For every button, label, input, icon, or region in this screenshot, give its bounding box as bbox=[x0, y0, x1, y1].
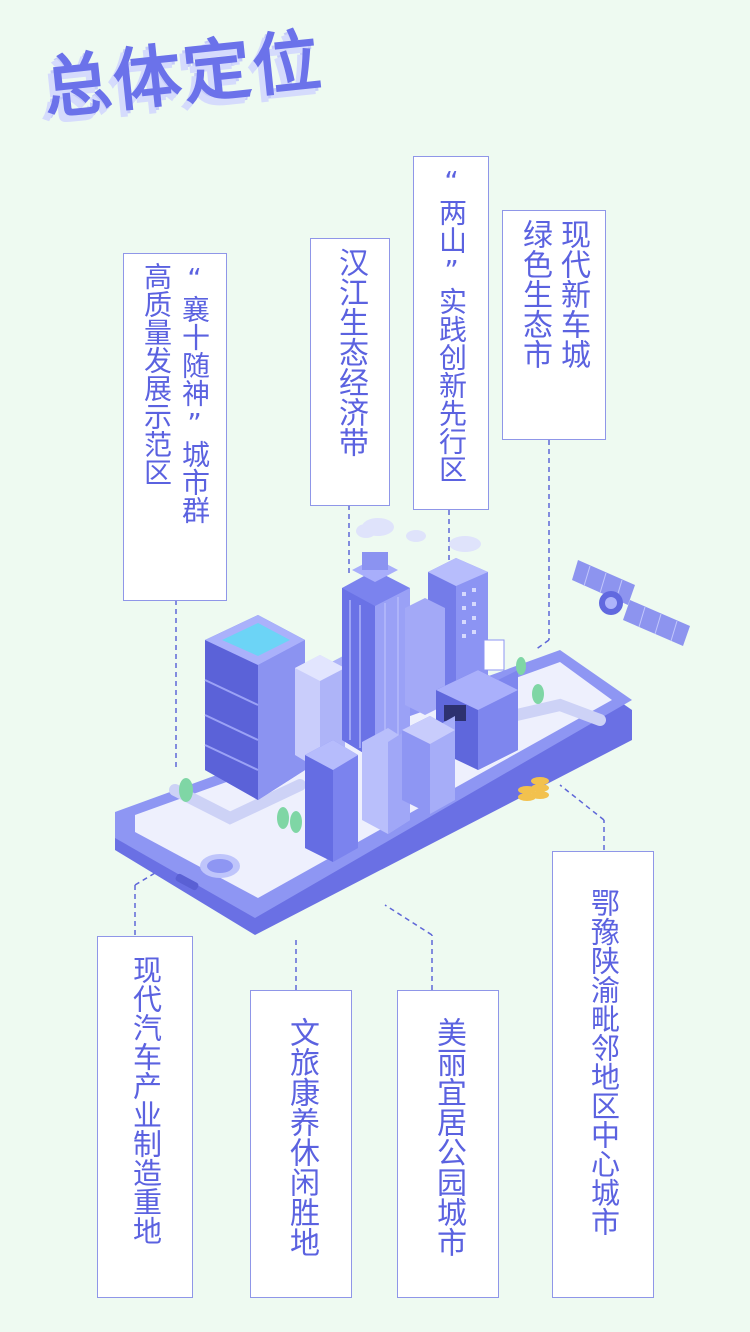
building-front-right bbox=[402, 716, 455, 814]
label-text-liangshan: “两山”实践创新先行区 bbox=[435, 165, 468, 483]
coins-icon bbox=[518, 777, 549, 801]
label-text-hanjiang: 汉江生态经济带 bbox=[333, 247, 368, 457]
label-box-auto-industry: 现代汽车产业制造重地 bbox=[97, 936, 193, 1298]
label-text-livable-city: 美丽宜居公园城市 bbox=[431, 1017, 466, 1257]
label-box-tourism: 文旅康养休闲胜地 bbox=[250, 990, 352, 1298]
connector-lines bbox=[134, 440, 605, 990]
building-right bbox=[405, 558, 488, 715]
building-tower bbox=[342, 552, 410, 760]
building-front-left bbox=[305, 740, 358, 862]
label-box-regional-center: 鄂豫陕渝毗邻地区中心城市 bbox=[552, 851, 654, 1298]
label-box-livable-city: 美丽宜居公园城市 bbox=[397, 990, 499, 1298]
label-text-auto-industry: 现代汽车产业制造重地 bbox=[128, 955, 163, 1245]
label-text-tourism: 文旅康养休闲胜地 bbox=[284, 1017, 319, 1257]
label-text-xiangshi-col1: “襄十随神”城市群 bbox=[178, 262, 211, 524]
label-text-xiangshi-col2: 高质量发展示范区 bbox=[140, 262, 173, 486]
label-text-green-city-col1: 现代新车城 bbox=[555, 219, 590, 369]
satellite-icon bbox=[572, 560, 690, 646]
building-left bbox=[204, 615, 305, 800]
label-box-green-city: 现代新车城 绿色生态市 bbox=[502, 210, 606, 440]
building-data-center bbox=[436, 639, 518, 770]
label-box-liangshan: “两山”实践创新先行区 bbox=[413, 156, 489, 510]
cloud-icon bbox=[356, 518, 481, 552]
tree-icon bbox=[179, 657, 544, 833]
label-text-regional-center: 鄂豫陕渝毗邻地区中心城市 bbox=[586, 888, 621, 1236]
label-box-hanjiang: 汉江生态经济带 bbox=[310, 238, 390, 506]
label-text-green-city-col2: 绿色生态市 bbox=[517, 219, 552, 369]
label-box-xiangshi: “襄十随神”城市群 高质量发展示范区 bbox=[123, 253, 227, 601]
